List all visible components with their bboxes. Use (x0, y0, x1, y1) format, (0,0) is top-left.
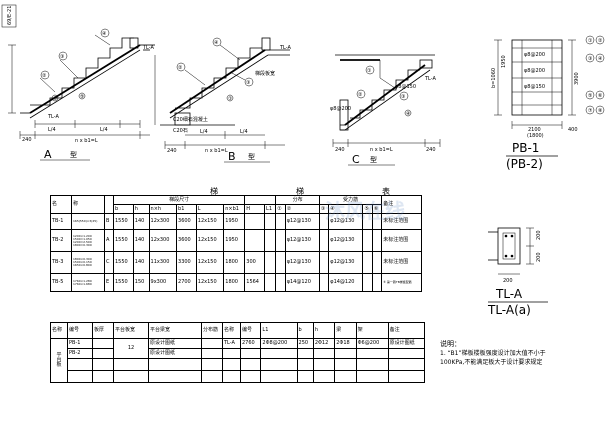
svg-text:L/4: L/4 (48, 127, 56, 133)
svg-text:③: ③ (246, 80, 250, 86)
table-row: TB-5 1760×1.280 1760×1.680 E 1550 150 9x… (50, 273, 422, 292)
table-row: 平台板 PB-1 12 原设计图纸 TL-A 2760 2Φ8@200 250 … (50, 338, 426, 383)
svg-text:梯段板宽: 梯段板宽 (255, 70, 275, 77)
svg-text:L/4: L/4 (100, 127, 108, 133)
svg-text:φ8@150: φ8@150 (524, 84, 545, 90)
pb-label: PB-1 (512, 141, 539, 155)
table-header-row: 名称 编号 板厚 平台板宽 平台梁宽 分布筋 名称 编号 L1 b h 梁 架 … (50, 322, 426, 339)
svg-text:⑤: ⑤ (80, 94, 84, 100)
svg-text:φ8@200: φ8@200 (524, 68, 545, 74)
svg-text:⑤: ⑤ (588, 93, 592, 99)
table-row: TB-2 1200×1.200 1500=1.050 1200=2.500 18… (50, 229, 422, 252)
svg-text:④: ④ (214, 40, 219, 46)
svg-text:L/4: L/4 (200, 129, 208, 135)
header-cell: 分布 (275, 195, 320, 205)
svg-text:200: 200 (536, 230, 542, 240)
svg-text:L/4: L/4 (240, 129, 248, 135)
stair-schedule-table: 名 称 梯段尺寸 分布 受力筋 备注 b h n×h b1 L n×b1 H L… (50, 195, 422, 292)
svg-text:④: ④ (102, 31, 107, 37)
svg-text:⑥: ⑥ (598, 93, 603, 99)
header-cell: 梯段尺寸 (112, 195, 246, 205)
sheet-tag: 69/E-21 (1, 4, 17, 28)
watermark-logo: 沐风在线 (325, 199, 405, 223)
svg-text:240: 240 (22, 137, 32, 143)
platform-slab-plan: b=1060 1950 3900 φ8@200 φ8@200 φ8@150 ① … (491, 35, 605, 171)
header-cell: 称 (71, 195, 105, 214)
table-row: TB-3 1800×0.300 1500×0.150 1650×0.800 C … (50, 251, 422, 274)
svg-text:②: ② (42, 73, 47, 79)
table-row: PB-2 原设计图纸 (51, 348, 426, 359)
drawing-notes: 说明： 1. “B1”梯板楼板强度设计加大值不小于 100KPa,不能满足板大于… (440, 340, 546, 367)
svg-text:①: ① (367, 68, 372, 74)
svg-text:②: ② (358, 92, 363, 98)
svg-text:①: ① (228, 96, 233, 102)
svg-text:④: ④ (598, 56, 603, 62)
type-label-c: C (352, 153, 360, 166)
table-row: TB-1 165(550)×3(25) B 1550 140 12x300 36… (50, 213, 422, 230)
svg-text:③: ③ (588, 56, 592, 62)
svg-text:φ8@150: φ8@150 (395, 84, 416, 90)
svg-text:2100: 2100 (528, 127, 541, 133)
svg-text:1950: 1950 (501, 55, 507, 68)
type-label-a: A (44, 148, 52, 161)
svg-text:TL-A: TL-A (424, 76, 436, 82)
stair-diagram-c: ② ① ③ ④ φ8@150 φ8@200 TL-A 240 n x b1=L … (330, 54, 441, 166)
type-label-b: B (228, 150, 236, 163)
svg-text:200: 200 (536, 252, 542, 262)
tl-label: TL-A (495, 287, 523, 301)
pb-label-alt: (PB-2) (506, 157, 543, 171)
notes-line: 100KPa,不能满足板大于设计要求规定 (440, 359, 543, 366)
svg-text:n x b1=L: n x b1=L (75, 138, 98, 144)
svg-text:400: 400 (568, 127, 578, 133)
svg-text:①: ① (588, 38, 593, 44)
svg-text:φ8@200: φ8@200 (524, 52, 545, 58)
svg-text:C20细石混凝土: C20细石混凝土 (173, 116, 208, 123)
beam-section-tl-a: 200 200 200 TL-A TL-A(a) (487, 227, 548, 317)
svg-text:n x b1=L: n x b1=L (370, 147, 393, 153)
svg-text:②: ② (598, 38, 603, 44)
svg-text:200: 200 (503, 278, 513, 284)
svg-text:型: 型 (370, 155, 377, 164)
table-row (51, 370, 426, 383)
notes-line: 1. “B1”梯板楼板强度设计加大值不小于 (440, 350, 546, 357)
svg-text:b=1060: b=1060 (491, 68, 497, 88)
svg-text:⑧: ⑧ (598, 108, 603, 114)
svg-text:④: ④ (406, 111, 411, 117)
svg-text:240: 240 (426, 147, 436, 153)
svg-text:(1800): (1800) (527, 133, 544, 139)
svg-text:69/E-21: 69/E-21 (7, 6, 13, 25)
svg-text:240: 240 (167, 148, 177, 154)
stair-schedule-title: 梯 梯 表 (210, 187, 390, 196)
svg-text:TL-A: TL-A (142, 45, 154, 51)
svg-text:①: ① (53, 96, 58, 102)
tl-label-alt: TL-A(a) (487, 303, 531, 317)
stair-diagram-b: ② ④ ③ ① TL-A 梯段板宽 C20细石混凝土 C20石 240 n x … (154, 37, 291, 163)
svg-text:②: ② (178, 65, 183, 71)
table-subheader-row: b h n×h b1 L n×b1 H L1 ① ② ③ ④ ⑤ ⑥ (51, 204, 422, 214)
svg-text:TL-A: TL-A (279, 45, 291, 51)
svg-text:型: 型 (248, 152, 255, 161)
svg-text:C20石: C20石 (173, 128, 188, 134)
table-row (51, 358, 426, 371)
svg-text:3900: 3900 (574, 72, 580, 85)
svg-text:③: ③ (60, 54, 64, 60)
table-header-row: 名 称 梯段尺寸 分布 受力筋 备注 (50, 195, 422, 214)
svg-text:TL-A: TL-A (47, 114, 59, 120)
svg-text:240: 240 (335, 147, 345, 153)
stair-diagram-a: ② ④ ③ ① ⑤ TL-A TL-A 240 n x b1=L L/4 L/4… (8, 28, 155, 161)
svg-text:③: ③ (401, 94, 405, 100)
svg-text:⑦: ⑦ (588, 108, 593, 114)
svg-text:n x b1=L: n x b1=L (205, 148, 228, 154)
svg-text:型: 型 (70, 150, 77, 159)
svg-text:φ8@200: φ8@200 (330, 106, 351, 112)
notes-title: 说明： (440, 340, 461, 348)
header-cell: 名 (50, 195, 72, 214)
platform-schedule-table: 名称 编号 板厚 平台板宽 平台梁宽 分布筋 名称 编号 L1 b h 梁 架 … (50, 322, 426, 383)
